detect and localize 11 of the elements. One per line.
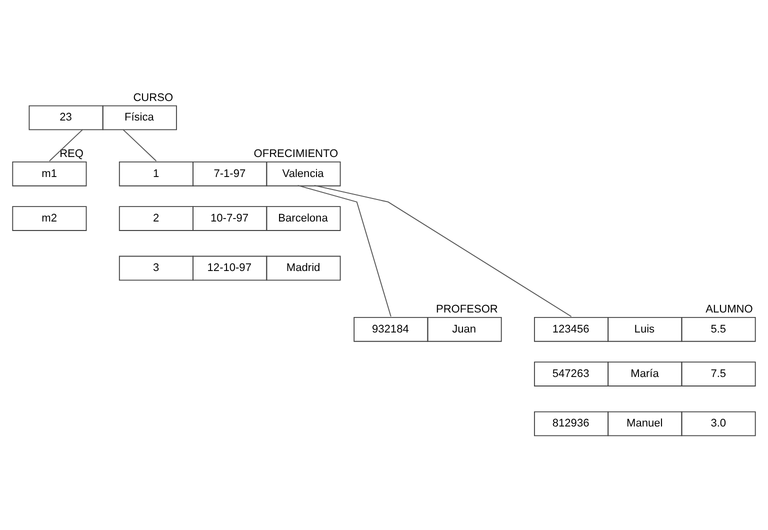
connector: [314, 184, 572, 317]
node-box: m2: [12, 206, 87, 231]
connector: [122, 129, 157, 162]
node-label: OFRECIMIENTO: [254, 148, 338, 160]
node-label: PROFESOR: [436, 303, 498, 316]
node-label: REQ: [60, 148, 84, 160]
connector: [49, 129, 84, 162]
node-label: ALUMNO: [706, 303, 753, 316]
node-box: m1: [12, 161, 87, 186]
connector: [297, 185, 392, 317]
node-label: CURSO: [133, 92, 174, 104]
